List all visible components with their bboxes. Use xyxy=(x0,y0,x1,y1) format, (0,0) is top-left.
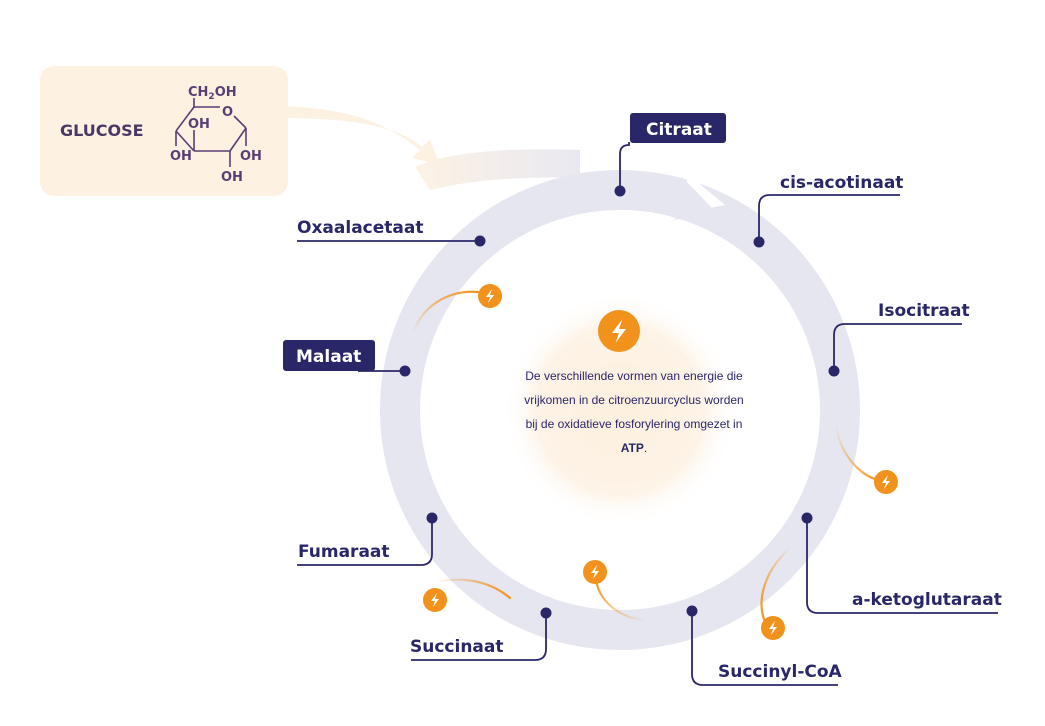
node-succinyl-coa xyxy=(686,605,698,617)
label-box-malaat xyxy=(283,340,375,371)
node-malaat xyxy=(399,365,411,377)
glucose-ch2oh: CH2OH xyxy=(188,85,237,102)
cycle-nodes xyxy=(399,185,840,619)
glucose-panel: GLUCOSE CH2OH O OH OH OH OH xyxy=(40,66,440,196)
label-malaat: Malaat xyxy=(296,347,361,367)
glucose-structure xyxy=(175,98,247,167)
glucose-title: GLUCOSE xyxy=(60,121,144,140)
glucose-oh-3: OH xyxy=(240,149,262,164)
lightning-bolt-icon xyxy=(874,470,898,494)
label-succinyl-coa: Succinyl-CoA xyxy=(718,662,843,682)
lightning-bolt-icon xyxy=(423,588,447,612)
atp-label: ATP xyxy=(620,441,644,455)
glucose-ring-oxygen: O xyxy=(222,105,233,120)
label-isocitraat: Isocitraat xyxy=(878,301,970,321)
node-isocitraat xyxy=(828,365,840,377)
glucose-inflow-arrow xyxy=(280,106,440,165)
leader-lines xyxy=(297,142,998,686)
lightning-bolt-icon xyxy=(598,310,640,352)
energy-arcs xyxy=(411,290,880,624)
node-citraat xyxy=(614,185,626,197)
lightning-bolt-icon xyxy=(583,560,607,584)
label-fumaraat: Fumaraat xyxy=(298,542,390,562)
glucose-oh-2: OH xyxy=(170,149,192,164)
node-a-ketoglutaraat xyxy=(801,512,813,524)
label-oxaalacetaat: Oxaalacetaat xyxy=(297,218,423,238)
glucose-oh-4: OH xyxy=(221,170,243,185)
label-cis-acotinaat: cis-acotinaat xyxy=(780,173,903,193)
glucose-oh-1: OH xyxy=(188,117,210,132)
node-fumaraat xyxy=(426,512,438,524)
label-a-ketoglutaraat: a-ketoglutaraat xyxy=(852,590,1002,610)
label-box-citraat xyxy=(630,113,726,143)
label-citraat: Citraat xyxy=(646,120,712,140)
glucose-background xyxy=(40,66,288,196)
center-glow xyxy=(502,292,738,528)
node-succinaat xyxy=(540,607,552,619)
node-oxaalacetaat xyxy=(474,235,486,247)
node-cis-acotinaat xyxy=(753,236,765,248)
lightning-bolt-icon xyxy=(761,616,785,640)
center-description: De verschillende vormen van energie die … xyxy=(524,369,744,455)
lightning-bolt-icon xyxy=(478,284,502,308)
label-succinaat: Succinaat xyxy=(410,637,504,657)
